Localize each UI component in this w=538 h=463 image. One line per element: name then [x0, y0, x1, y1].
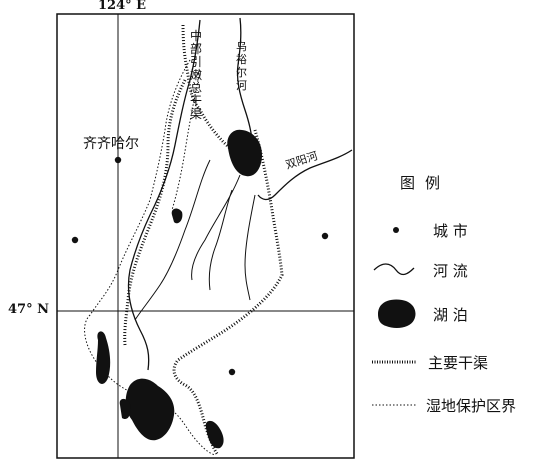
lake-cluster-west: [96, 331, 111, 384]
main-canal-central: [181, 24, 233, 152]
latitude-label: 47° N: [8, 302, 49, 317]
legend-label-canal: 主要干渠: [428, 354, 489, 372]
lake-small-south-east: [205, 420, 224, 449]
river-shuangyang: [257, 149, 353, 201]
legend-city-symbol: [393, 227, 399, 233]
city-dot-qiqihar: [114, 156, 122, 164]
river-label-wuyuer: 乌裕尔河: [236, 40, 247, 92]
lake-large-north: [227, 129, 262, 177]
main-canal-west: [123, 79, 187, 346]
legend-title: 图例: [400, 174, 451, 192]
legend-lake-symbol: [378, 299, 416, 328]
city-dot-east: [321, 232, 329, 240]
main-canal-east: [172, 129, 284, 456]
river-branch-4: [244, 194, 256, 301]
legend-river-symbol: [373, 263, 415, 276]
city-dot-west: [71, 236, 79, 244]
longitude-label: 124° E: [98, 0, 147, 13]
river-branch-3: [134, 159, 211, 321]
legend-label-river: 河 流: [433, 262, 468, 280]
river-nen-main: [127, 19, 201, 371]
canal-label: 中部引嫩总干渠: [190, 29, 203, 121]
wetland-reserve-boundary: [84, 59, 216, 456]
river-branch-1: [191, 174, 241, 281]
legend-label-reserve: 湿地保护区界: [426, 397, 517, 415]
lake-cluster-south: [125, 378, 175, 441]
lake-small-1: [171, 208, 183, 224]
legend-label-lake: 湖 泊: [433, 306, 468, 324]
city-label-qiqihar: 齐齐哈尔: [83, 136, 139, 152]
map-frame: [56, 13, 355, 459]
city-dot-south: [228, 368, 236, 376]
lake-cluster-south-2: [119, 398, 131, 420]
river-branch-2: [208, 189, 233, 291]
legend-label-city: 城 市: [433, 222, 468, 240]
river-wuyuer: [236, 17, 253, 151]
